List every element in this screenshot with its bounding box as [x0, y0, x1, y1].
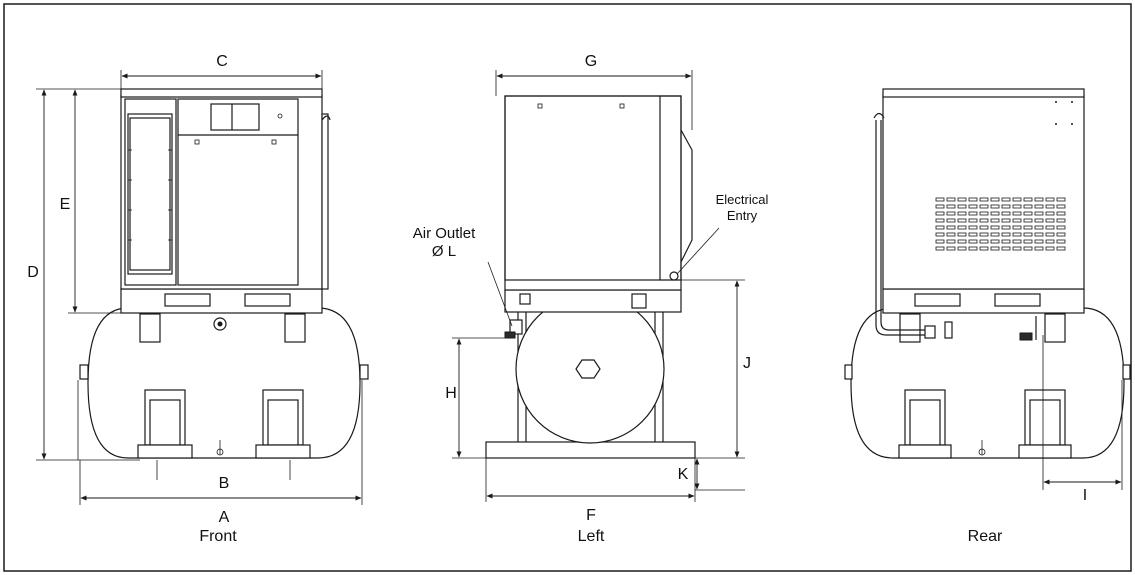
dimension-label-d: D — [27, 264, 39, 281]
left-view-drawing — [485, 95, 696, 459]
front-tank — [87, 307, 361, 459]
view-title-left: Left — [578, 528, 605, 545]
air-outlet-diameter-label: Ø L — [432, 243, 456, 260]
dimension-label-g: G — [585, 53, 597, 70]
dimension-label-f: F — [586, 507, 596, 524]
view-title-rear: Rear — [968, 528, 1003, 545]
dimension-label-h: H — [445, 385, 457, 402]
air-outlet-label: Air Outlet — [413, 225, 476, 242]
dimension-label-b: B — [219, 475, 230, 492]
rear-view-drawing — [844, 88, 1131, 459]
front-dimensions — [36, 70, 363, 505]
dimension-label-a: A — [219, 509, 230, 526]
front-view-drawing — [77, 88, 369, 460]
rear-vent-grille — [935, 197, 1066, 251]
left-dimensions — [452, 70, 745, 502]
page-border — [3, 3, 1132, 572]
electrical-entry-label-2: Entry — [727, 208, 758, 223]
view-title-front: Front — [199, 528, 237, 545]
dimension-label-c: C — [216, 53, 228, 70]
dimension-label-e: E — [60, 196, 71, 213]
dimension-label-i: I — [1083, 487, 1087, 504]
rear-dimensions — [1042, 335, 1123, 490]
electrical-entry-label: Electrical — [716, 192, 769, 207]
dimension-label-j: J — [743, 355, 751, 372]
dimension-label-k: K — [678, 466, 689, 483]
